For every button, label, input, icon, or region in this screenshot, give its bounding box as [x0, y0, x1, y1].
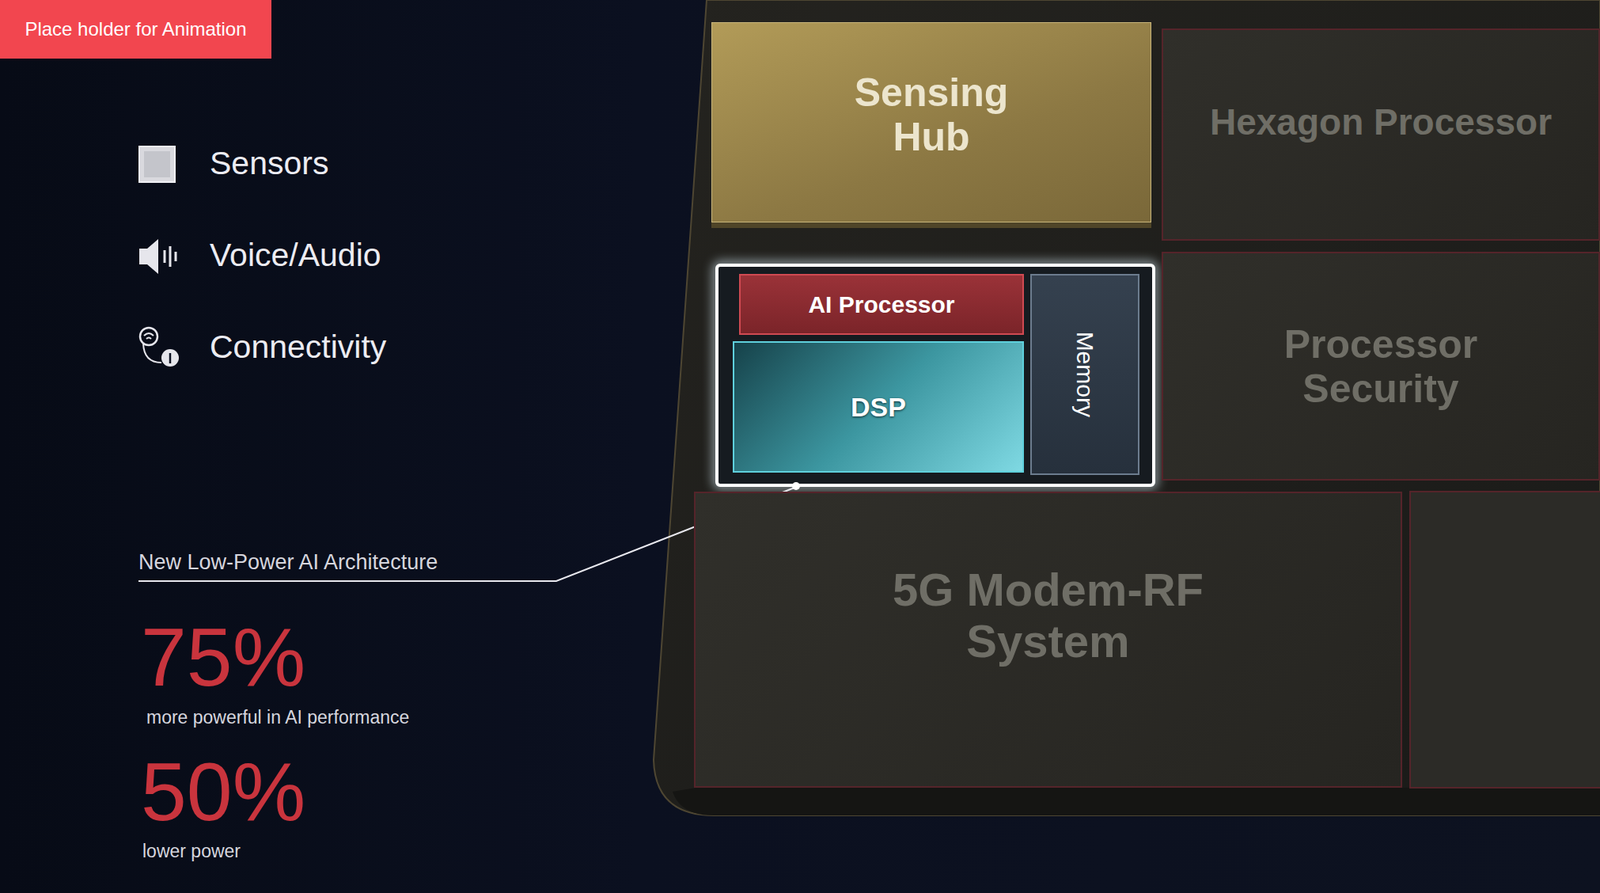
sound-bar — [174, 251, 178, 262]
node-text: DSP — [850, 391, 907, 422]
node-text: Sensing Hub — [836, 70, 1027, 160]
wifi-waves — [144, 333, 154, 339]
stat-number: 75% — [140, 615, 306, 698]
node-text: Place holder for Animation — [24, 18, 247, 41]
feature-label: Sensors — [209, 147, 329, 180]
chip-tile — [1410, 491, 1600, 788]
node-text: Memory — [1071, 331, 1099, 418]
ai-processor-block: AI Processor — [739, 273, 1024, 335]
sound-bar — [163, 250, 167, 263]
wifi-icon — [140, 327, 158, 346]
memory-block: Memory — [1030, 273, 1140, 475]
node-text: Hexagon Processor — [1209, 102, 1552, 144]
highlight-frame — [716, 265, 1154, 486]
stat-caption: lower power — [142, 841, 241, 861]
feature-label: Voice/Audio — [209, 238, 382, 272]
leader-dot — [792, 481, 800, 490]
stat-caption: more powerful in AI performance — [146, 708, 410, 727]
node-text: AI Processor — [807, 291, 955, 319]
callout-label: New Low-Power AI Architecture — [138, 551, 438, 573]
placeholder-tag: Place holder for Animation — [0, 0, 272, 59]
sound-bar — [169, 246, 172, 267]
processor-tile: Hexagon Processor — [1161, 28, 1600, 241]
highlight-glow — [716, 265, 1154, 486]
feature-label: Connectivity — [209, 330, 387, 364]
board-edge — [672, 787, 1600, 816]
antenna-icon — [161, 348, 179, 367]
dsp-block: DSP — [732, 341, 1024, 473]
stat-number: 50% — [140, 750, 306, 833]
modem-tile: 5G Modem-RF System — [693, 491, 1403, 788]
speaker-icon — [139, 238, 159, 274]
security-tile: Processor Security — [1161, 251, 1600, 481]
sensor-icon-core — [144, 151, 171, 178]
link-curve — [143, 343, 162, 363]
antenna-mast — [169, 352, 172, 364]
sensor-icon — [139, 146, 175, 182]
node-text: 5G Modem-RF System — [874, 564, 1223, 668]
sensing-hub-block: Sensing Hub — [711, 22, 1152, 223]
node-text: Processor Security — [1238, 322, 1524, 411]
